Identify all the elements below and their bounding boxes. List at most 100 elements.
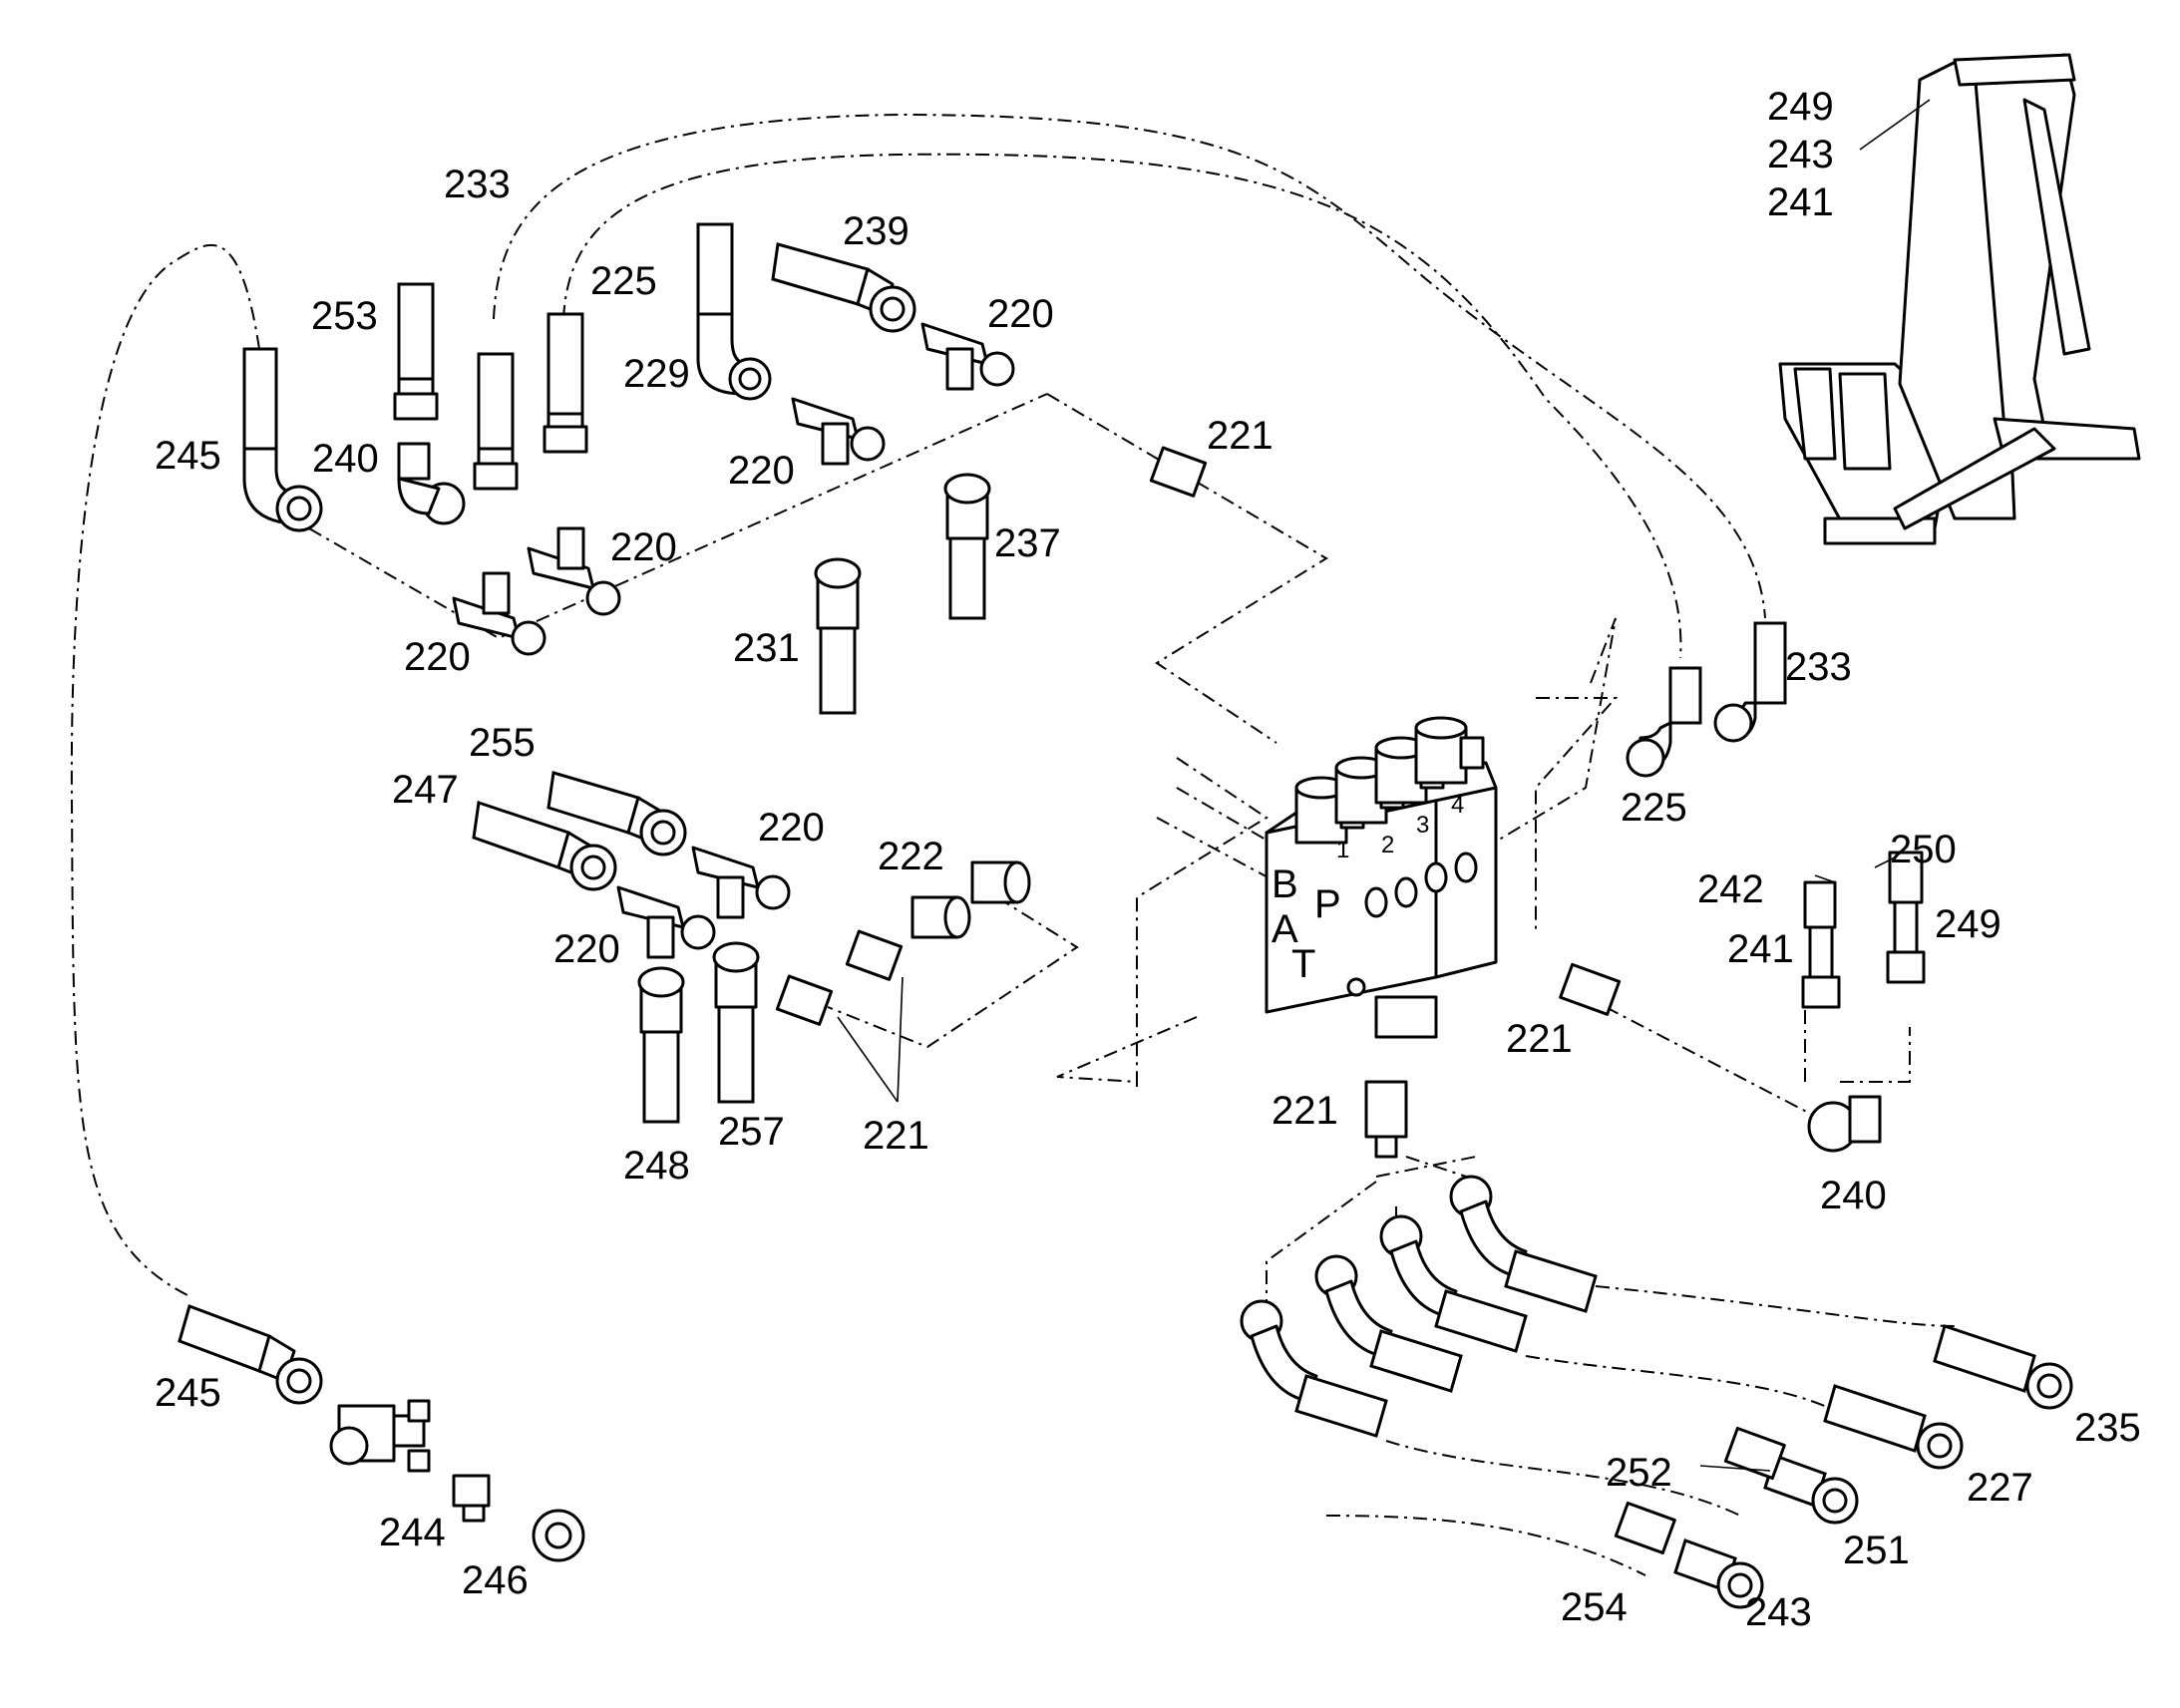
callout-222: 222 xyxy=(878,835,944,878)
callout-251: 251 xyxy=(1843,1529,1910,1572)
callout-249-top: 249 xyxy=(1767,85,1834,129)
section-label-4: 4 xyxy=(1451,792,1464,819)
callout-237: 237 xyxy=(994,521,1061,565)
callout-229: 229 xyxy=(623,352,690,396)
callout-241-right: 241 xyxy=(1727,927,1794,971)
callout-235: 235 xyxy=(2074,1406,2141,1450)
excavator-illustration xyxy=(1778,53,2141,545)
callout-231: 231 xyxy=(733,626,800,670)
port-label-p: P xyxy=(1314,882,1341,926)
coupling-254 xyxy=(1614,1501,1676,1554)
adapter-221-right xyxy=(1559,962,1622,1016)
hose-231 xyxy=(814,557,862,715)
callout-245-bottom: 245 xyxy=(155,1371,221,1415)
elbow-240-right xyxy=(1807,1095,1882,1153)
hose-247 xyxy=(472,801,617,891)
callout-248: 248 xyxy=(623,1144,690,1188)
callout-249-right: 249 xyxy=(1935,902,2001,946)
tee-fitting-220-mid xyxy=(791,397,886,466)
plug-244 xyxy=(452,1474,491,1523)
tee-fitting-220-lower-a xyxy=(691,846,791,919)
adapter-221-b xyxy=(775,974,834,1026)
callout-225-right: 225 xyxy=(1621,786,1687,830)
hose-parts xyxy=(178,222,2073,1609)
callout-220-b: 220 xyxy=(728,449,795,493)
adapter-221-top xyxy=(1149,446,1208,498)
callout-220-e: 220 xyxy=(758,806,825,850)
hose-225-top xyxy=(543,312,588,454)
callout-242: 242 xyxy=(1697,867,1764,911)
tee-fitting-220-top-right xyxy=(920,322,1015,391)
port-label-a: A xyxy=(1272,907,1298,951)
callout-233-right: 233 xyxy=(1785,645,1852,689)
hose-257 xyxy=(712,941,760,1104)
hose-225-right xyxy=(1626,666,1702,778)
hose-bundle-243 xyxy=(1240,1299,1764,1609)
hose-253 xyxy=(393,282,439,421)
hose-233-top xyxy=(473,352,519,491)
plug-222-b xyxy=(910,895,971,939)
callout-241-top: 241 xyxy=(1767,180,1834,224)
callout-243-bottom: 243 xyxy=(1745,1590,1812,1634)
tee-fitting-220-left-a xyxy=(527,526,621,616)
coupling-252 xyxy=(1723,1426,1786,1480)
nut-246 xyxy=(532,1509,585,1562)
adapter-221-a xyxy=(845,929,904,981)
hose-245-top xyxy=(242,347,323,532)
solenoid-4 xyxy=(1414,716,1485,785)
callout-254: 254 xyxy=(1561,1585,1628,1629)
hose-bundle-227 xyxy=(1379,1214,1964,1470)
cross-fitting-244 xyxy=(329,1399,431,1473)
callout-220-d: 220 xyxy=(404,635,471,679)
callout-257: 257 xyxy=(718,1110,785,1154)
callout-220-c: 220 xyxy=(610,525,677,569)
hose-239 xyxy=(771,242,916,333)
callout-239: 239 xyxy=(843,209,909,253)
callout-220-f: 220 xyxy=(553,927,620,971)
hose-237 xyxy=(943,473,991,620)
fitting-parts xyxy=(329,322,1926,1562)
valve-block: B P A T 1 2 3 4 xyxy=(1265,716,1498,1039)
tee-fitting-220-lower-b xyxy=(616,885,716,959)
callout-250: 250 xyxy=(1890,828,1957,871)
hose-255 xyxy=(546,771,687,856)
callout-227: 227 xyxy=(1967,1466,2033,1510)
elbow-240-top xyxy=(397,442,466,525)
hose-bundle-251 xyxy=(1314,1254,1859,1525)
part-callouts: 249 243 241 233 225 239 220 253 229 245 … xyxy=(155,85,2141,1634)
callout-221-right: 221 xyxy=(1506,1017,1573,1061)
hose-233-right xyxy=(1713,621,1787,743)
callout-221-lower: 221 xyxy=(863,1114,929,1158)
coupling-250 xyxy=(1886,851,1926,984)
callout-225-top: 225 xyxy=(590,259,657,303)
callout-243-top: 243 xyxy=(1767,133,1834,176)
callout-247: 247 xyxy=(392,768,459,812)
callout-220-a: 220 xyxy=(987,292,1054,336)
hose-248 xyxy=(637,966,685,1124)
callout-240-right: 240 xyxy=(1820,1174,1887,1217)
callout-221-top: 221 xyxy=(1207,414,1273,458)
hose-bundle-235 xyxy=(1449,1175,2073,1410)
section-label-3: 3 xyxy=(1416,812,1429,839)
coupling-242 xyxy=(1801,880,1841,1009)
hose-229 xyxy=(696,222,772,401)
callout-240-top: 240 xyxy=(312,437,379,481)
tee-fitting-220-left-b xyxy=(452,571,546,656)
port-label-t: T xyxy=(1291,942,1315,986)
leader-lines xyxy=(837,99,1931,1472)
port-label-b: B xyxy=(1272,862,1298,906)
plug-222-a xyxy=(970,860,1031,904)
section-label-1: 1 xyxy=(1336,837,1349,863)
callout-252: 252 xyxy=(1606,1451,1672,1495)
hose-245-bottom xyxy=(178,1304,323,1405)
callout-221-bottom: 221 xyxy=(1272,1089,1338,1133)
callout-253: 253 xyxy=(311,294,378,338)
callout-246: 246 xyxy=(462,1558,529,1602)
callout-233-top: 233 xyxy=(444,163,511,206)
callout-244: 244 xyxy=(379,1511,446,1554)
adapter-221-bottom xyxy=(1364,1080,1408,1159)
callout-255: 255 xyxy=(469,721,536,765)
callout-245-top: 245 xyxy=(155,434,221,478)
section-label-2: 2 xyxy=(1381,832,1394,858)
